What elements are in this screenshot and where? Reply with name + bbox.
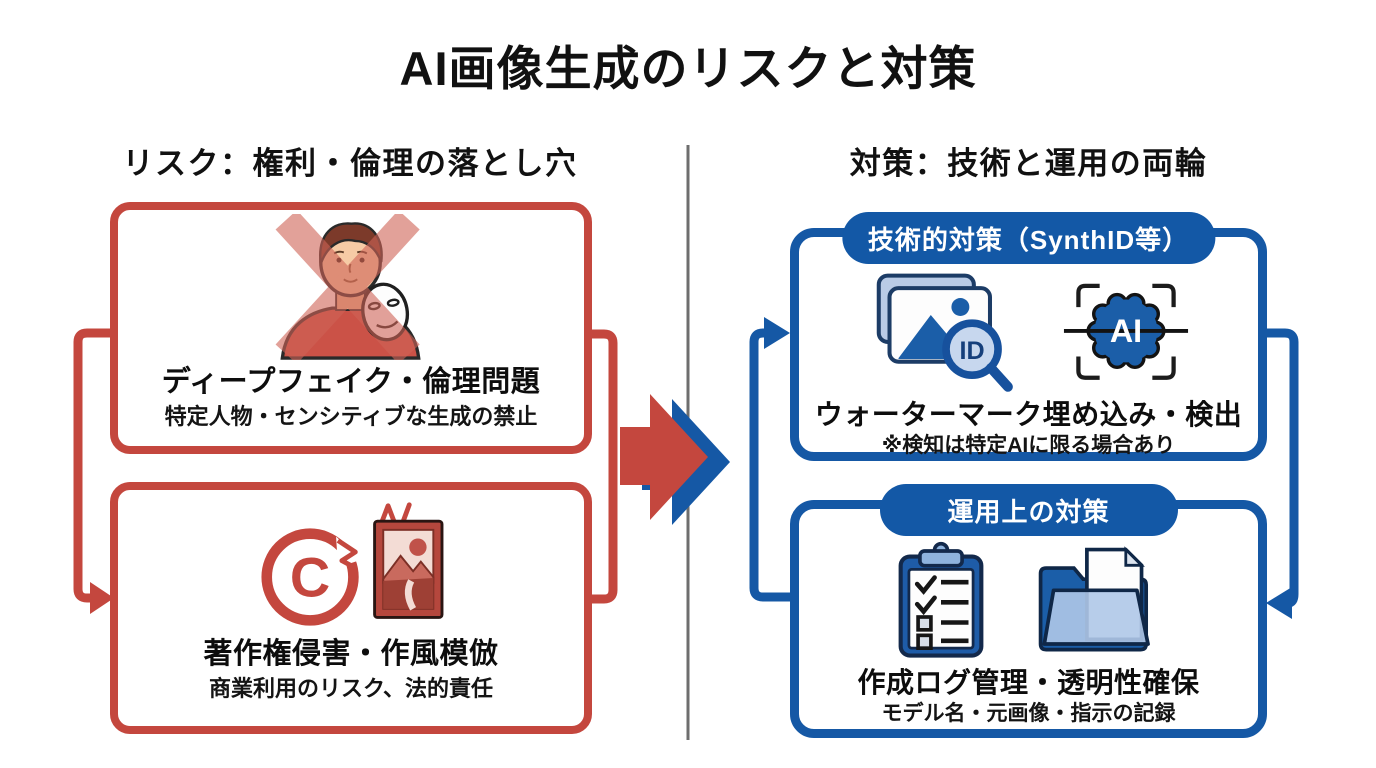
operational-measures-badge: 運用上の対策 (879, 484, 1178, 536)
risk-box1-title: ディープフェイク・倫理問題 (161, 366, 541, 398)
operational-icons-row (895, 540, 1163, 661)
flow-arrow-red-icon (620, 394, 708, 520)
measure-loop-left-line (749, 328, 790, 602)
ai-seal-label: AI (1109, 313, 1141, 349)
page-title: AI画像生成のリスクと対策 (399, 42, 977, 95)
copyright-risk-box: C 著作権侵害・作風模倣 商業利用のリスク、法的責任 (110, 482, 592, 734)
document-folder-icon (1038, 546, 1150, 652)
checklist-clipboard-icon (898, 541, 983, 658)
technical-icons-row: ID (868, 270, 1190, 396)
measure-loop-right-line (1266, 328, 1299, 608)
risk-loop-right-line (592, 329, 618, 604)
prohibition-x-icon (275, 214, 420, 360)
copyright-symbol-icon: C (261, 528, 362, 626)
ai-seal-icon: AI (1063, 292, 1188, 369)
risk-box2-title: 著作権侵害・作風模倣 (203, 638, 499, 670)
risk-loop-left-line (73, 328, 110, 603)
technical-measures-badge: 技術的対策（SynthID等） (841, 212, 1216, 264)
copyright-c-letter: C (290, 545, 330, 608)
operational-measures-box: 運用上の対策 (790, 484, 1267, 738)
masked-person-prohibited-icon (275, 214, 421, 360)
operational-box-title: 作成ログ管理・透明性確保 (857, 667, 1200, 698)
risk-box1-subtitle: 特定人物・センシティブな生成の禁止 (164, 404, 538, 430)
image-id-search-icon: ID (876, 273, 1013, 392)
technical-box-title: ウォーターマーク埋め込み・検出 (814, 399, 1243, 430)
id-magnifier-icon: ID (941, 319, 1013, 392)
risk-section-heading: リスク：権利・倫理の落とし穴 (122, 146, 578, 181)
technical-box-note: ※検知は特定AIに限る場合あり (881, 434, 1176, 458)
checklist-marks (914, 575, 968, 650)
measure-loop-right-arrowhead-icon (1266, 587, 1292, 619)
operational-box-note: モデル名・元画像・指示の記録 (881, 702, 1176, 726)
picture-frame-icon (373, 519, 444, 619)
scan-frame-icon (1075, 283, 1176, 380)
ai-badge-scan-icon: AI (1063, 283, 1188, 380)
copyright-artwork-icon: C (261, 502, 444, 626)
technical-measures-box: 技術的対策（SynthID等） ID (790, 212, 1267, 461)
risk-loop-left-arrowhead-icon (90, 582, 114, 614)
measures-section-heading: 対策：技術と運用の両輪 (849, 146, 1208, 181)
folder-front-flap (1041, 588, 1150, 646)
risk-box2-subtitle: 商業利用のリスク、法的責任 (208, 676, 494, 702)
measure-loop-left-arrowhead-icon (764, 317, 790, 349)
id-lens-label: ID (959, 337, 984, 365)
deepfake-risk-box: ディープフェイク・倫理問題 特定人物・センシティブな生成の禁止 (110, 202, 592, 454)
